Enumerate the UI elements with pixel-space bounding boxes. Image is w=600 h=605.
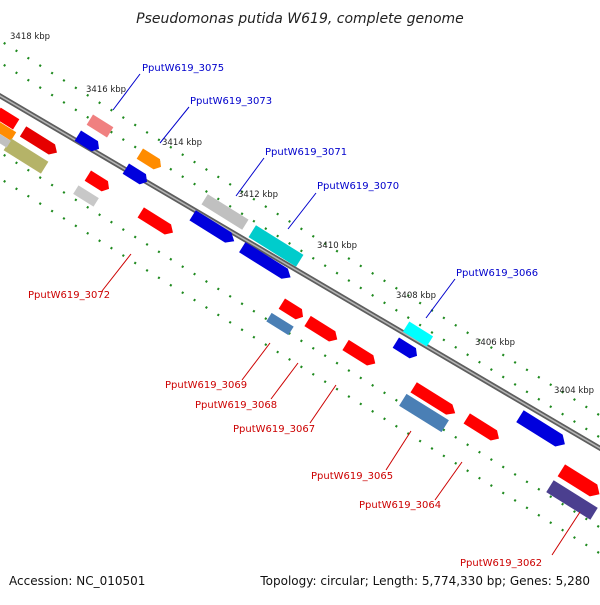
gene-arrow (304, 315, 338, 342)
scale-track-mid-upper (0, 61, 600, 439)
kbp-label-3406: 3406 kbp (475, 338, 515, 348)
gene-arrow (136, 148, 162, 170)
map-title: Pseudomonas putida W619, complete genome (136, 11, 464, 27)
gene-block (0, 131, 11, 148)
gene-block (201, 194, 249, 230)
gene-block (0, 118, 17, 141)
gene-arrow (342, 339, 376, 366)
gene-block (73, 185, 99, 207)
gene-label-3064[interactable]: PputW619_3064 (359, 500, 441, 511)
gene-arrow (239, 242, 291, 279)
gene-block (3, 138, 49, 174)
gene-arrow (189, 210, 235, 243)
gene-label-3072[interactable]: PputW619_3072 (28, 290, 110, 301)
gene-label-3071[interactable]: PputW619_3071 (265, 147, 347, 158)
kbp-label-3408: 3408 kbp (396, 291, 436, 301)
gene-label-3075[interactable]: PputW619_3075 (142, 63, 224, 74)
gene-arrow (516, 410, 565, 447)
gene-label-3067[interactable]: PputW619_3067 (233, 424, 315, 435)
gene-arrow (410, 382, 456, 415)
gene-block (248, 225, 304, 267)
genome-backbone (0, 92, 600, 452)
kbp-label-3416: 3416 kbp (86, 85, 126, 95)
kbp-label-3410: 3410 kbp (317, 241, 357, 251)
gene-arrow (122, 163, 148, 185)
scale-track-mid-lower (0, 177, 600, 555)
gene-arrow (278, 298, 304, 320)
gene-block (0, 107, 20, 130)
topology-text: Topology: circular; Length: 5,774,330 bp… (259, 574, 590, 588)
kbp-label-3418: 3418 kbp (10, 32, 50, 42)
kbp-label-3404: 3404 kbp (554, 386, 594, 396)
gene-arrow (463, 413, 499, 441)
kbp-label-3412: 3412 kbp (238, 190, 278, 200)
gene-block (86, 114, 114, 138)
gene-block (546, 480, 598, 520)
gene-block (266, 312, 294, 336)
kbp-label-3414: 3414 kbp (162, 138, 202, 148)
gene-label-3065[interactable]: PputW619_3065 (311, 471, 393, 482)
gene-label-3066[interactable]: PputW619_3066 (456, 268, 538, 279)
gene-label-3069[interactable]: PputW619_3069 (165, 380, 247, 391)
gene-arrow (557, 464, 600, 497)
gene-arrow (84, 170, 110, 192)
gene-arrow (392, 337, 418, 359)
gene-block (399, 393, 449, 433)
gene-label-3068[interactable]: PputW619_3068 (195, 400, 277, 411)
gene-features (0, 107, 600, 520)
accession-text: Accession: NC_010501 (9, 574, 145, 588)
top-label-leaders (112, 73, 456, 319)
gene-arrow (19, 126, 57, 155)
gene-arrow (137, 207, 173, 235)
bottom-label-leaders (101, 253, 581, 556)
gene-arrow (74, 130, 100, 152)
gene-label-3070[interactable]: PputW619_3070 (317, 181, 399, 192)
gene-label-3062[interactable]: PputW619_3062 (460, 558, 542, 569)
gene-block (402, 321, 434, 347)
gene-label-3073[interactable]: PputW619_3073 (190, 96, 272, 107)
